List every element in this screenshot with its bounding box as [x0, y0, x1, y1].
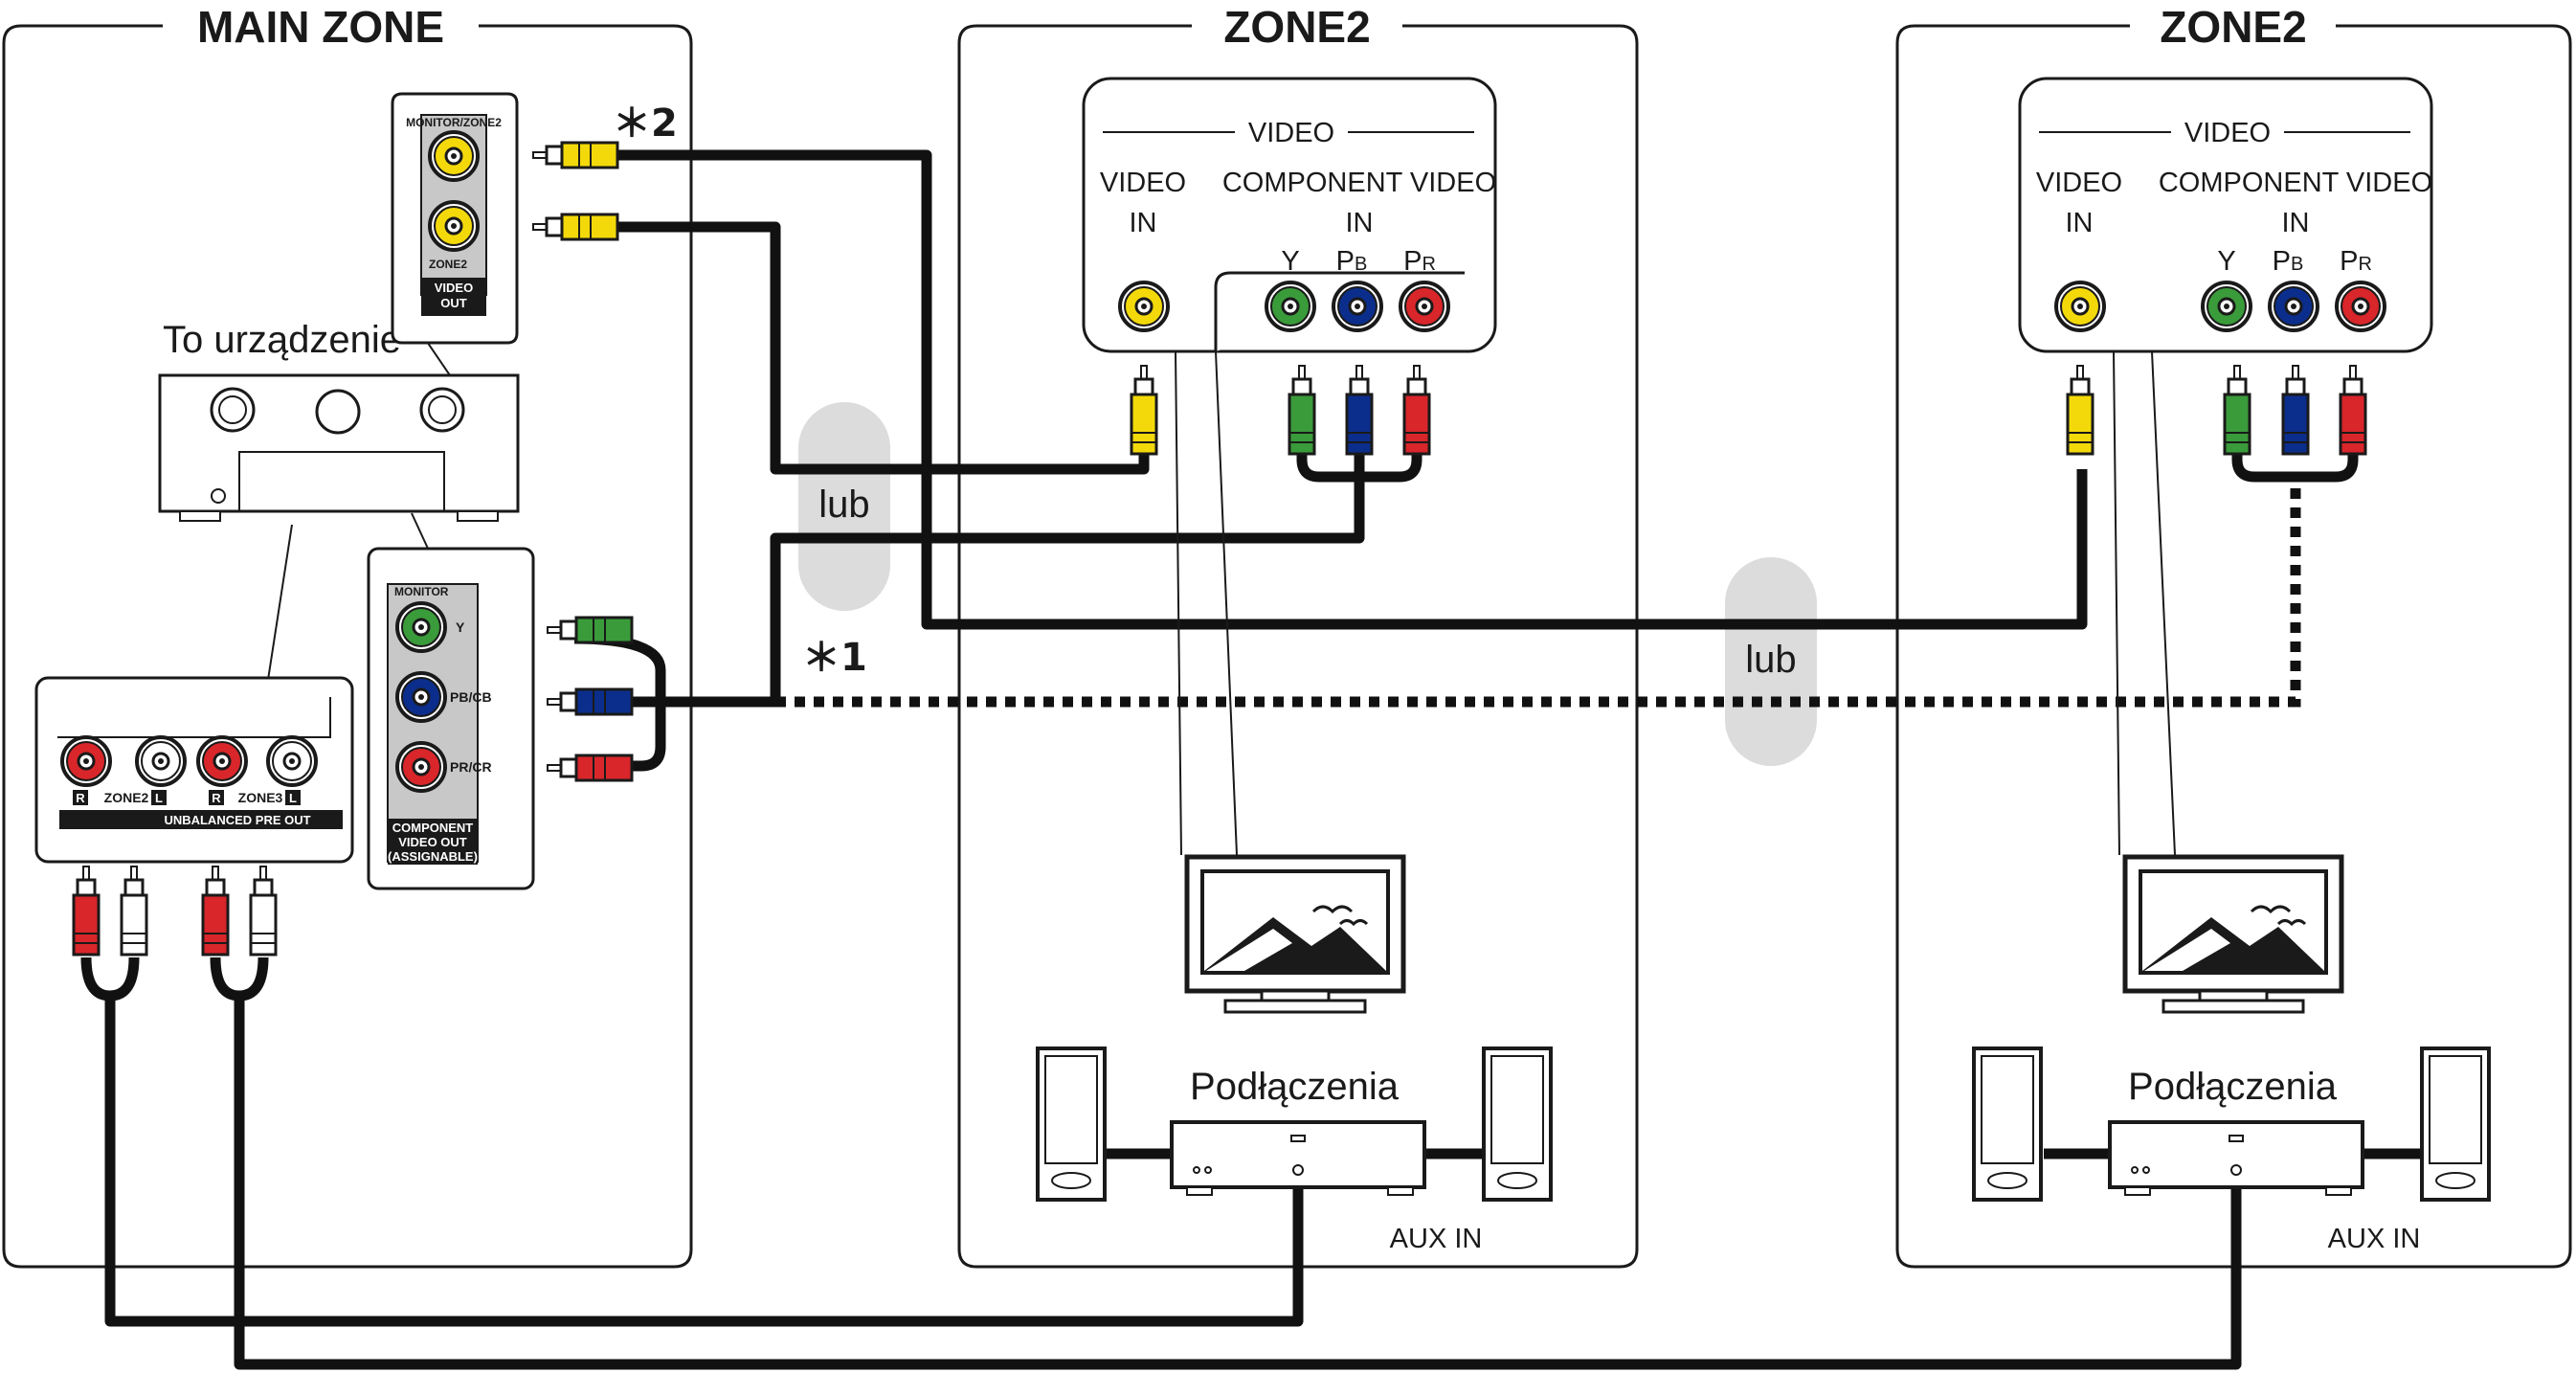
zone2-a-pr-in-jack[interactable]: [1399, 281, 1450, 332]
svg-text:PB/CB: PB/CB: [450, 689, 492, 705]
component-plug-pb: [547, 687, 634, 716]
audio-cable-zone2a: [80, 957, 140, 1002]
svg-text:R: R: [76, 791, 85, 805]
zone2-a-plugs: [1130, 365, 1431, 456]
or-badge-2: lub: [1725, 557, 1817, 766]
svg-text:COMPONENT VIDEO: COMPONENT VIDEO: [1222, 168, 1496, 198]
svg-text:UNBALANCED PRE OUT: UNBALANCED PRE OUT: [164, 813, 310, 827]
svg-text:MONITOR/ZONE2: MONITOR/ZONE2: [406, 116, 502, 129]
pre-out-zone2-r-jack[interactable]: [60, 735, 112, 787]
zone2-b-title: ZONE2: [2160, 2, 2306, 52]
amp-label-zone2-a: Podłączenia: [1190, 1066, 1400, 1108]
svg-text:Y: Y: [1281, 246, 1299, 277]
callout-pre-out: [267, 524, 293, 681]
note-2: ＊2: [613, 101, 678, 146]
zone2-b-pb-in-jack[interactable]: [2268, 281, 2319, 332]
composite-plug-1: [532, 141, 619, 169]
zone2-b-plugs: [2066, 365, 2367, 456]
zone2-b-y-in-jack[interactable]: [2201, 281, 2252, 332]
svg-text:COMPONENT VIDEO: COMPONENT VIDEO: [2159, 168, 2432, 198]
component-plug-y: [547, 616, 634, 644]
component-plug-pr: [547, 754, 634, 782]
aux-in-zone2-a: AUX IN: [1390, 1224, 1483, 1254]
svg-text:VIDEO: VIDEO: [2184, 118, 2271, 148]
component-out-y-jack[interactable]: [395, 601, 447, 653]
svg-text:PR/CR: PR/CR: [450, 759, 492, 775]
video-out-monitor-jack[interactable]: [428, 130, 480, 182]
audio-cable-zone2b: [234, 996, 2242, 1370]
svg-text:IN: IN: [2282, 208, 2310, 238]
svg-text:VIDEO: VIDEO: [1248, 118, 1334, 148]
tv-zone2-b: [2122, 854, 2344, 1014]
svg-text:VIDEO: VIDEO: [1100, 168, 1186, 198]
svg-text:R: R: [212, 791, 221, 805]
pre-out-panel: R ZONE2 L R ZONE3 L UNBALANCED PRE OUT: [34, 676, 354, 864]
component-out-pb-jack[interactable]: [395, 671, 447, 723]
svg-text:PB: PB: [1336, 246, 1368, 277]
svg-text:(ASSIGNABLE): (ASSIGNABLE): [388, 849, 478, 864]
pre-out-zone3-r-jack[interactable]: [196, 735, 248, 787]
component-out-pr-jack[interactable]: [395, 741, 447, 793]
composite-cable-zone2b: [617, 149, 2088, 630]
svg-text:IN: IN: [1346, 208, 1374, 238]
svg-text:VIDEO: VIDEO: [435, 281, 473, 295]
video-out-zone2-jack[interactable]: [428, 200, 480, 252]
main-zone-frame: MAIN ZONE: [2, 2, 693, 1269]
tv-zone2-a: [1184, 854, 1406, 1014]
component-out-panel: MONITOR Y PB/CB PR/CR COMPONENT VIDEO OU…: [367, 547, 535, 890]
zone2-a-video-in-jack[interactable]: [1118, 281, 1170, 332]
svg-text:ZONE2: ZONE2: [429, 258, 467, 271]
svg-text:lub: lub: [818, 484, 869, 526]
video-out-panel: MONITOR/ZONE2 ZONE2 VIDEO OUT: [391, 92, 519, 345]
zone2-b-pr-in-jack[interactable]: [2335, 281, 2386, 332]
svg-text:ZONE2: ZONE2: [104, 790, 149, 805]
zone2-a-pb-in-jack[interactable]: [1332, 281, 1383, 332]
svg-text:PR: PR: [1403, 246, 1436, 277]
svg-text:IN: IN: [2066, 208, 2094, 238]
amp-zone2-b: Podłączenia AUX IN: [1972, 1047, 2491, 1254]
svg-text:Y: Y: [456, 619, 465, 635]
zone2-b-video-in-jack[interactable]: [2054, 281, 2106, 332]
svg-text:IN: IN: [1130, 208, 1157, 238]
svg-text:OUT: OUT: [440, 296, 467, 310]
zone2-b-input-panel: VIDEO VIDEO IN COMPONENT VIDEO IN Y PB P…: [2018, 77, 2433, 353]
amp-label-zone2-b: Podłączenia: [2128, 1066, 2338, 1108]
composite-plug-2: [532, 213, 619, 241]
zone2-a-y-in-jack[interactable]: [1265, 281, 1316, 332]
main-zone-title: MAIN ZONE: [197, 2, 444, 52]
amp-zone2-a: Podłączenia AUX IN: [1036, 1047, 1553, 1254]
svg-text:COMPONENT: COMPONENT: [392, 821, 474, 835]
svg-text:VIDEO OUT: VIDEO OUT: [398, 835, 467, 849]
svg-text:Y: Y: [2217, 246, 2235, 277]
pre-out-zone3-l-jack[interactable]: [266, 735, 318, 787]
svg-text:lub: lub: [1745, 639, 1796, 681]
receiver-device: To urządzenie: [158, 319, 520, 522]
zone2-a-title: ZONE2: [1223, 2, 1370, 52]
svg-text:ZONE3: ZONE3: [238, 790, 283, 805]
aux-in-zone2-b: AUX IN: [2328, 1224, 2421, 1254]
callout-component: [411, 512, 430, 551]
svg-text:PR: PR: [2340, 246, 2372, 277]
svg-text:L: L: [155, 791, 163, 805]
svg-text:MONITOR: MONITOR: [394, 585, 449, 598]
device-label: To urządzenie: [163, 319, 401, 361]
or-badge-1: lub: [798, 402, 890, 611]
zone2-a-input-panel: VIDEO VIDEO IN COMPONENT VIDEO IN Y PB P…: [1082, 77, 1497, 353]
svg-text:VIDEO: VIDEO: [2036, 168, 2122, 198]
note-1: ＊1: [802, 636, 867, 680]
pre-out-zone2-l-jack[interactable]: [135, 735, 187, 787]
component-cable-zone2b-dotted: [775, 477, 2301, 708]
audio-plugs: [72, 866, 278, 957]
svg-text:L: L: [289, 791, 297, 805]
svg-text:PB: PB: [2273, 246, 2304, 277]
composite-cable-zone2a: [617, 221, 1150, 475]
